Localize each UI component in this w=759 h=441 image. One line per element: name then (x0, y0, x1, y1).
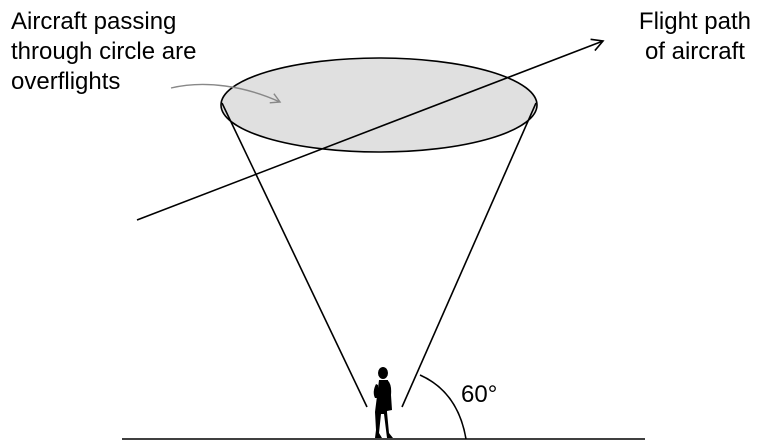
cone-left-edge (221, 102, 368, 408)
cone-right-edge (401, 102, 537, 408)
angle-label: 60° (461, 381, 498, 408)
label-pointer-arrow (170, 83, 282, 104)
flight-path-label: Flight path of aircraft (639, 7, 751, 67)
overflight-circle (220, 57, 538, 153)
flight-path-label-line-2: of aircraft (644, 38, 745, 65)
observer-silhouette-icon (373, 367, 393, 438)
flight-path-arrow (136, 38, 605, 221)
overflight-label-line-2: through circle are (11, 38, 197, 65)
overflight-label-line-3: overflights (11, 68, 121, 95)
flight-path-label-line-1: Flight path (638, 8, 751, 35)
overflight-label-line-1: Aircraft passing (11, 8, 177, 35)
angle-arc (419, 374, 467, 440)
overflight-label: Aircraft passing through circle are over… (11, 7, 196, 97)
